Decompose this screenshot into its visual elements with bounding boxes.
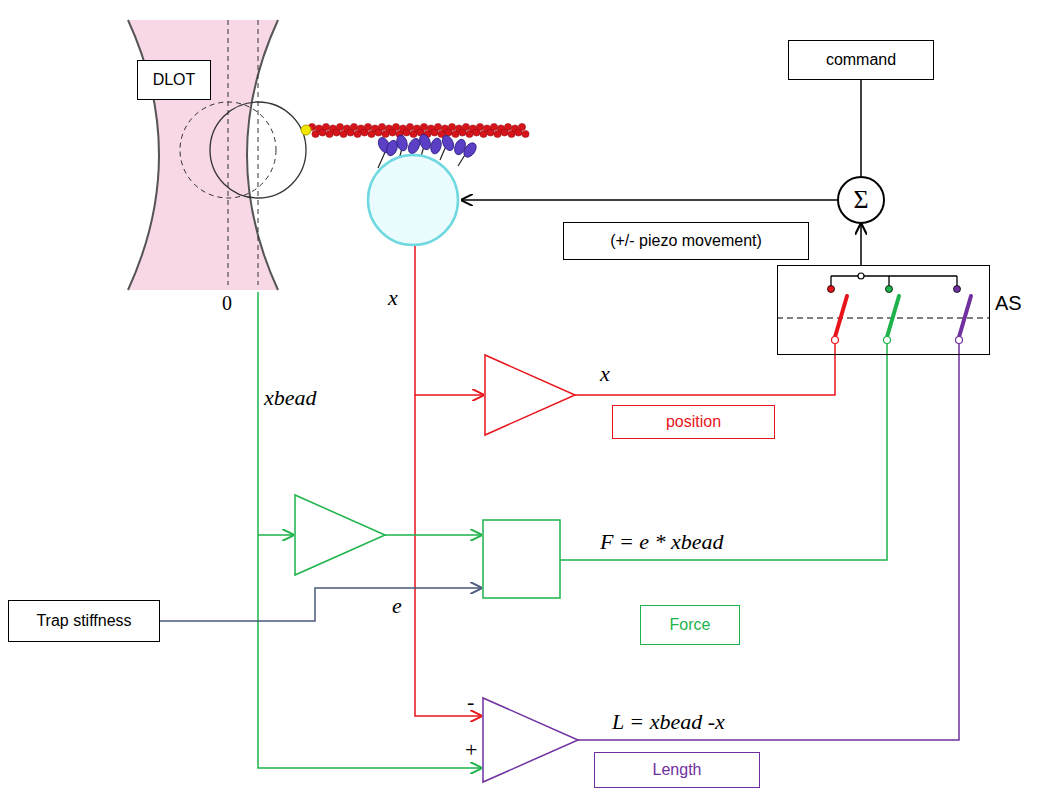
actin-monomer — [392, 123, 399, 130]
analog-switch — [777, 273, 990, 344]
signal-symbol: x — [600, 362, 610, 386]
node-text: command — [826, 51, 896, 69]
signal-name-box: position — [612, 405, 775, 439]
stiffness-wire — [160, 588, 481, 621]
signal-symbol: xbead — [264, 386, 317, 410]
multiplier-box — [483, 520, 560, 598]
switch-heading: AS — [995, 292, 1022, 315]
actin-monomer — [406, 123, 413, 130]
equation: F = e * xbead — [600, 530, 724, 554]
origin-mark: 0 — [222, 292, 232, 314]
dashed-reference — [258, 20, 259, 285]
actin-monomer — [522, 130, 529, 137]
bead-wire — [385, 534, 481, 536]
signal-name-box: Length — [594, 752, 760, 788]
force-output — [560, 340, 887, 560]
length-amplifier — [483, 698, 578, 782]
actin-monomer — [490, 123, 497, 130]
dashed-reference — [228, 20, 229, 285]
attachment-dot — [301, 125, 311, 135]
position-amplifier — [485, 355, 575, 435]
actin-monomer — [462, 123, 469, 130]
annotation-box: (+/- piezo movement) — [563, 222, 809, 260]
bead-wire — [258, 534, 293, 536]
node-text: (+/- piezo movement) — [610, 232, 762, 250]
signal-symbol: x — [388, 286, 398, 310]
input-sign: + — [465, 738, 477, 762]
position-wire — [415, 395, 481, 716]
actin-monomer — [350, 123, 357, 130]
trapped-bead — [210, 102, 306, 198]
node-text: position — [666, 413, 721, 431]
position-wire — [415, 246, 483, 395]
length-output — [578, 340, 959, 740]
command-box: command — [788, 40, 934, 80]
analog-switch-box: AS — [777, 265, 990, 355]
node-text: Σ — [853, 185, 868, 215]
position-output — [575, 340, 835, 395]
summing-junction: Σ — [837, 176, 885, 224]
node-text: Length — [653, 761, 702, 779]
actin-monomer — [364, 123, 371, 130]
actin-monomer — [518, 123, 525, 130]
bead-amplifier — [295, 495, 385, 575]
equation: L = xbead -x — [612, 710, 725, 734]
actin-filament — [308, 123, 529, 137]
instrument-label-box: DLOT — [137, 60, 211, 100]
node-text: Trap stiffness — [36, 612, 131, 630]
beam-edge — [247, 20, 278, 290]
actin-monomer — [336, 123, 343, 130]
actin-monomer — [420, 123, 427, 130]
input-box: Trap stiffness — [8, 600, 160, 642]
node-text: DLOT — [153, 71, 196, 89]
trapped-bead-rest — [180, 102, 276, 198]
input-sign: - — [467, 690, 474, 714]
piezo-arrow — [462, 199, 837, 201]
actin-monomer — [434, 123, 441, 130]
signal-name-box: Force — [640, 605, 740, 645]
actin-monomer — [476, 123, 483, 130]
signal-symbol: e — [392, 594, 402, 618]
signal-connector — [860, 80, 862, 176]
actin-monomer — [448, 123, 455, 130]
signal-connector — [860, 224, 862, 265]
laser-beam — [128, 20, 278, 290]
actin-monomer — [322, 123, 329, 130]
bead-wire — [258, 292, 481, 768]
pedestal-bead — [368, 155, 458, 245]
actin-monomer — [504, 123, 511, 130]
actin-monomer — [378, 123, 385, 130]
node-text: Force — [670, 616, 711, 634]
